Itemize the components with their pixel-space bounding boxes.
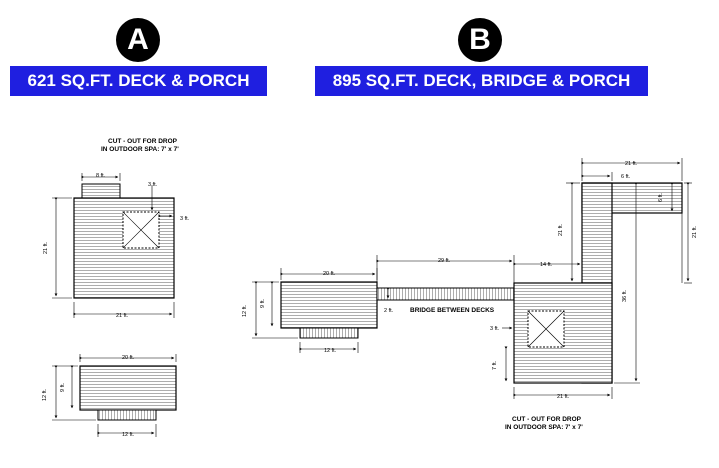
plan-a-spa-note-line2: IN OUTDOOR SPA: 7' x 7' [101, 146, 179, 153]
plan-a-dimensions [52, 173, 175, 318]
plan-a-badge: A [116, 18, 160, 62]
plan-b-porch-width-dim: 20 ft. [323, 271, 336, 277]
plan-b-badge: B [458, 18, 502, 62]
plan-b-bridge-label: BRIDGE BETWEEN DECKS [410, 307, 495, 314]
plan-a-spa-right-dim: 3 ft. [180, 216, 190, 222]
plan-b-upper-inner-dim: 6 ft. [621, 174, 631, 180]
plan-a-porch-steps-dim: 12 ft. [122, 432, 135, 438]
plan-a-porch-dimensions [52, 354, 177, 437]
plan-b-upper-width-dim: 21 ft. [625, 161, 638, 167]
plan-a-spa-note-line1: CUT - OUT FOR DROP [108, 138, 178, 145]
plan-a-steps [81, 183, 121, 199]
plan-b-title: 895 SQ.FT. DECK, BRIDGE & PORCH [315, 66, 648, 96]
plan-b-structure [280, 182, 683, 384]
plan-a-porch-width-dim: 20 ft. [122, 355, 135, 361]
plan-b-dimensions [252, 158, 692, 399]
plan-a-porch-total-dim: 12 ft. [42, 388, 48, 401]
plan-a-porch-inner-dim: 9 ft. [60, 382, 66, 392]
plan-b-upper-right-inner-dim: 6 ft. [658, 192, 664, 202]
plan-b-mid-offset-dim: 14 ft. [540, 262, 553, 268]
plan-a-porch [79, 365, 177, 421]
plan-b-bridge-width-dim: 2 ft. [384, 308, 394, 314]
plan-b-bridge [376, 287, 515, 301]
plan-b-spa-note-line1: CUT - OUT FOR DROP [512, 416, 582, 423]
plan-b-porch-steps [299, 327, 359, 339]
plan-b-porch-total-dim: 12 ft. [242, 304, 248, 317]
plan-a-steps-dim: 8 ft. [96, 173, 106, 179]
plan-b-porch-inner-dim: 9 ft. [260, 298, 266, 308]
plan-b-spa-bottom-dim: 7 ft. [492, 360, 498, 370]
plan-b-spa-note-line2: IN OUTDOOR SPA: 7' x 7' [505, 424, 583, 431]
plan-b-main-height-dim: 36 ft. [622, 289, 628, 302]
plan-b-bridge-length-dim: 29 ft. [438, 258, 451, 264]
plan-a-porch-steps [97, 409, 157, 421]
plan-b-upper-height-dim: 21 ft. [558, 223, 564, 236]
plan-b-porch-steps-dim: 12 ft. [324, 348, 337, 354]
plan-b-upper-right-total-dim: 21 ft. [692, 225, 698, 238]
plan-a-deck-width-dim: 21 ft. [116, 313, 129, 319]
plan-a-porch-surface [79, 365, 177, 411]
plan-b-main-width-dim: 21 ft. [557, 394, 570, 400]
plan-a-spa-top-dim: 3 ft. [148, 182, 158, 188]
plan-b-spa-left-dim: 3 ft. [490, 326, 500, 332]
plan-a-title: 621 SQ.FT. DECK & PORCH [10, 66, 267, 96]
plan-a-deck [73, 183, 175, 299]
plan-a-deck-height-dim: 21 ft. [43, 241, 49, 254]
plan-b-porch-surface [280, 281, 378, 329]
